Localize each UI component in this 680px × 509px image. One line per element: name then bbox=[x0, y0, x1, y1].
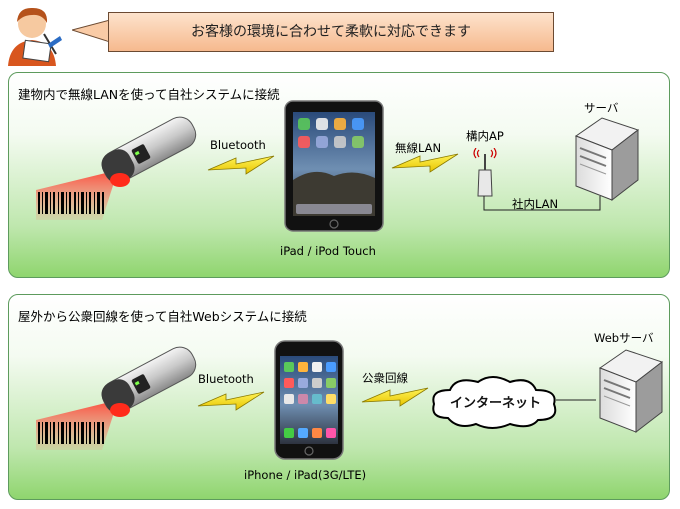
lightning-bolt-icon bbox=[207, 155, 275, 175]
panel1-title: 建物内で無線LANを使って自社システムに接続 bbox=[18, 87, 280, 102]
panel1-bluetooth-label: Bluetooth bbox=[210, 138, 266, 152]
server-icon bbox=[574, 117, 640, 202]
panel1-server-label: サーバ bbox=[584, 101, 619, 115]
barcode-scanner-icon bbox=[36, 116, 197, 220]
internet-cloud-icon bbox=[432, 376, 557, 429]
access-point-icon bbox=[473, 148, 497, 197]
panel1-ap-label: 構内AP bbox=[466, 129, 504, 143]
panel2-device-label: iPhone / iPad(3G/LTE) bbox=[244, 468, 367, 482]
callout-tail bbox=[72, 19, 111, 43]
lightning-bolt-icon bbox=[391, 153, 459, 173]
barcode-scanner-icon bbox=[36, 346, 197, 450]
panel1-lan-label: 社内LAN bbox=[512, 197, 559, 211]
panel2-server-label: Webサーバ bbox=[594, 331, 654, 345]
iphone-device-icon bbox=[274, 340, 344, 460]
panel1-device-label: iPad / iPod Touch bbox=[280, 244, 376, 258]
server-icon bbox=[598, 349, 664, 434]
panel2-title: 屋外から公衆回線を使って自社Webシステムに接続 bbox=[18, 309, 307, 324]
operator-avatar-icon bbox=[8, 7, 62, 66]
callout-text: お客様の環境に合わせて柔軟に対応できます bbox=[191, 24, 471, 40]
ipad-device-icon bbox=[284, 100, 384, 232]
panel2-cloud-label: インターネット bbox=[450, 396, 542, 411]
cloud-to-server-line bbox=[556, 399, 596, 401]
lightning-bolt-icon bbox=[197, 391, 265, 411]
lightning-bolt-icon bbox=[361, 387, 429, 407]
panel2-public-line-label: 公衆回線 bbox=[362, 371, 408, 385]
panel1-wireless-label: 無線LAN bbox=[395, 141, 442, 155]
lan-connection-line bbox=[483, 196, 601, 211]
panel2-bluetooth-label: Bluetooth bbox=[198, 372, 254, 386]
callout-box bbox=[108, 12, 554, 52]
